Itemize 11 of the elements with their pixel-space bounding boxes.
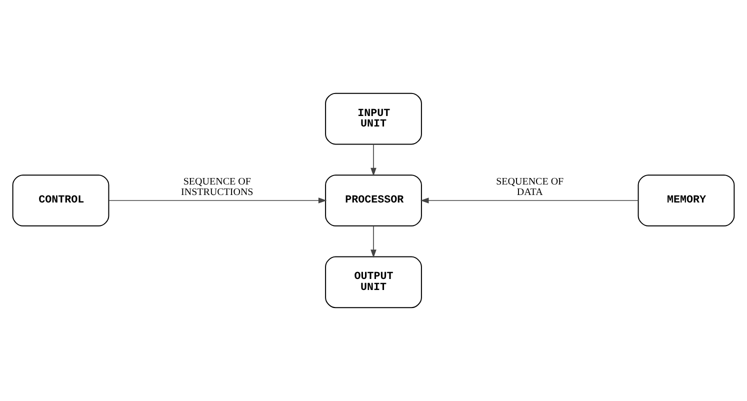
node-box: PROCESSOR — [325, 174, 422, 226]
node-box: CONTROL — [12, 174, 110, 226]
edge-label: SEQUENCE OF INSTRUCTIONS — [181, 176, 254, 198]
arrow — [108, 198, 327, 204]
edge-label: SEQUENCE OF DATA — [496, 176, 564, 198]
arrow — [370, 226, 376, 258]
node-box: INPUT UNIT — [325, 92, 422, 145]
node-box: MEMORY — [638, 174, 735, 226]
arrow — [420, 198, 639, 204]
node-box: OUTPUT UNIT — [325, 256, 422, 308]
arrow — [370, 144, 376, 176]
